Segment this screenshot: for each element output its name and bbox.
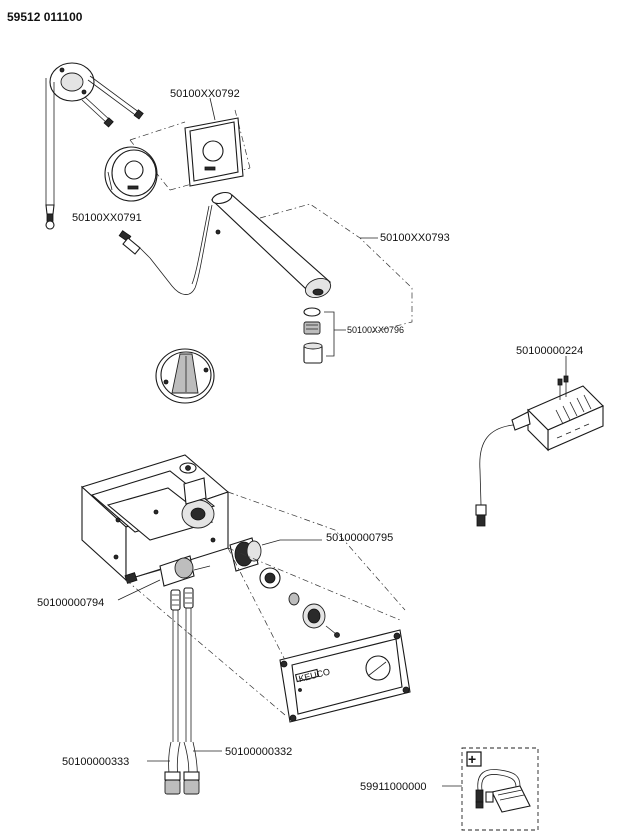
leader-50100000794 [117, 579, 161, 601]
wall-mount-rosette [45, 62, 95, 230]
article-number: 59512 011100 [7, 10, 83, 24]
flexible-hoses [164, 587, 200, 795]
aerator-set [303, 307, 323, 364]
square-cover-plate [184, 117, 244, 187]
label-50100000795: 50100000795 [326, 532, 393, 544]
solenoid-valve [124, 555, 211, 587]
leader-50100000795 [261, 539, 322, 546]
label-50100000332: 50100000332 [225, 746, 292, 758]
round-wall-plate [155, 348, 215, 404]
leader-50100XX0792 [209, 97, 216, 121]
label-50100000794: 50100000794 [37, 597, 104, 609]
mounting-screws [81, 75, 144, 128]
label-50100000333: 50100000333 [62, 756, 129, 768]
valve-cartridge [229, 537, 340, 638]
sensor-cable [118, 204, 221, 295]
power-supply-unit [475, 375, 604, 527]
kit-plus-symbol: + [468, 751, 476, 767]
round-cover-rosette [104, 146, 158, 202]
accessory-kit-box: + [461, 747, 539, 831]
front-cover-panel: KEUCO [279, 629, 411, 723]
label-50100XX0791: 50100XX0791 [72, 212, 142, 224]
label-50100XX0792: 50100XX0792 [170, 88, 240, 100]
label-50100000224: 50100000224 [516, 345, 583, 357]
leader-50100XX0796 [324, 311, 346, 357]
installation-box [80, 454, 230, 582]
label-50100XX0793: 50100XX0793 [380, 232, 450, 244]
spout-body [210, 191, 332, 299]
label-50100XX0796: 50100XX0796 [347, 325, 404, 335]
label-59911000000: 59911000000 [360, 781, 426, 793]
